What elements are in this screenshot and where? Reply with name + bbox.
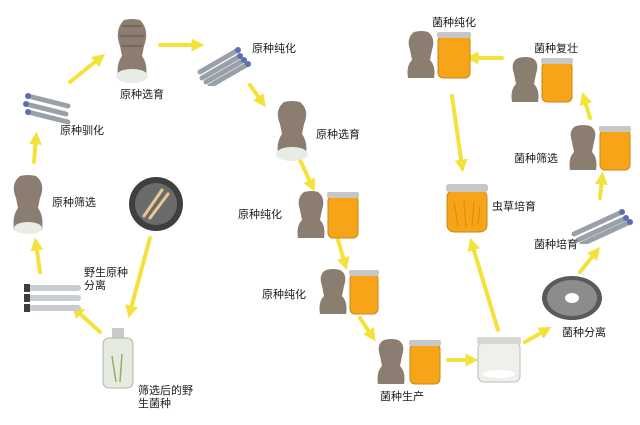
arrow-isolation-to-culture [578, 247, 600, 274]
test-tubes-icon [197, 47, 251, 86]
node-label-orig-domesticate: 原种驯化 [60, 124, 104, 137]
test-tubes-icon [571, 209, 633, 244]
test-tubes-icon [23, 93, 71, 125]
flask-and-jar-icon [377, 339, 441, 385]
flask-and-jar-icon [297, 191, 359, 239]
node-label-orig-select-top: 原种选育 [120, 88, 164, 101]
node-label-wild-isolation: 野生原种分离 [84, 266, 128, 292]
bottle-icon [102, 328, 134, 389]
node-label-strain-rejuvenate: 菌种复壮 [534, 42, 578, 55]
horizontal-tubes-icon [24, 284, 81, 312]
cloth-covered-flask-icon [13, 175, 43, 234]
empty-jar-icon [477, 337, 521, 383]
arrow-wild-plate-to-screened [125, 236, 152, 319]
arrow-screen-to-domesticate [29, 131, 42, 164]
node-label-screened-wild: 筛选后的野生菌种 [138, 384, 193, 410]
arrow-wild-tubes-to-screen [30, 237, 44, 274]
wild-cordyceps-plate-icon [129, 177, 183, 231]
arrow-screened-to-wild [71, 305, 102, 334]
node-label-strain-screen: 菌种筛选 [514, 152, 558, 165]
arrow-purify2-to-purify3 [336, 238, 350, 271]
cloth-covered-flask-icon [116, 19, 148, 83]
petri-dish-icon [542, 276, 602, 320]
node-label-strain-production: 菌种生产 [380, 390, 424, 403]
arrow-culture-to-screen [594, 171, 608, 200]
cordyceps-jar-icon [446, 184, 488, 233]
node-label-orig-purify-1: 原种纯化 [252, 42, 296, 55]
arrow-purify3-to-production [358, 316, 376, 342]
cloth-covered-flask-icon [276, 101, 308, 161]
arrow-jar-to-cordyceps [467, 237, 500, 332]
arrow-jar-to-isolation [523, 326, 552, 344]
node-label-orig-purify-3: 原种纯化 [262, 288, 306, 301]
arrow-select2-to-purify2 [298, 158, 316, 192]
flask-and-jar-icon [319, 269, 379, 315]
node-label-orig-purify-2: 原种纯化 [238, 208, 282, 221]
arrow-purify-to-cordyceps [450, 94, 468, 173]
node-label-strain-isolation: 菌种分离 [562, 326, 606, 339]
node-label-orig-select-2: 原种选育 [316, 128, 360, 141]
node-label-strain-culture: 菌种培育 [534, 238, 578, 251]
flask-and-jar-icon [511, 57, 573, 103]
node-label-orig-screen: 原种筛选 [52, 196, 96, 209]
arrow-domesticate-to-select [68, 54, 105, 84]
flask-and-jar-icon [407, 31, 471, 79]
arrow-screen-to-rejuvenate [579, 91, 592, 120]
arrow-purify-to-select2 [248, 83, 266, 108]
node-label-strain-purify: 菌种纯化 [432, 16, 476, 29]
node-label-cordyceps-culture: 虫草培育 [492, 200, 536, 213]
flask-and-jar-icon [569, 125, 631, 171]
